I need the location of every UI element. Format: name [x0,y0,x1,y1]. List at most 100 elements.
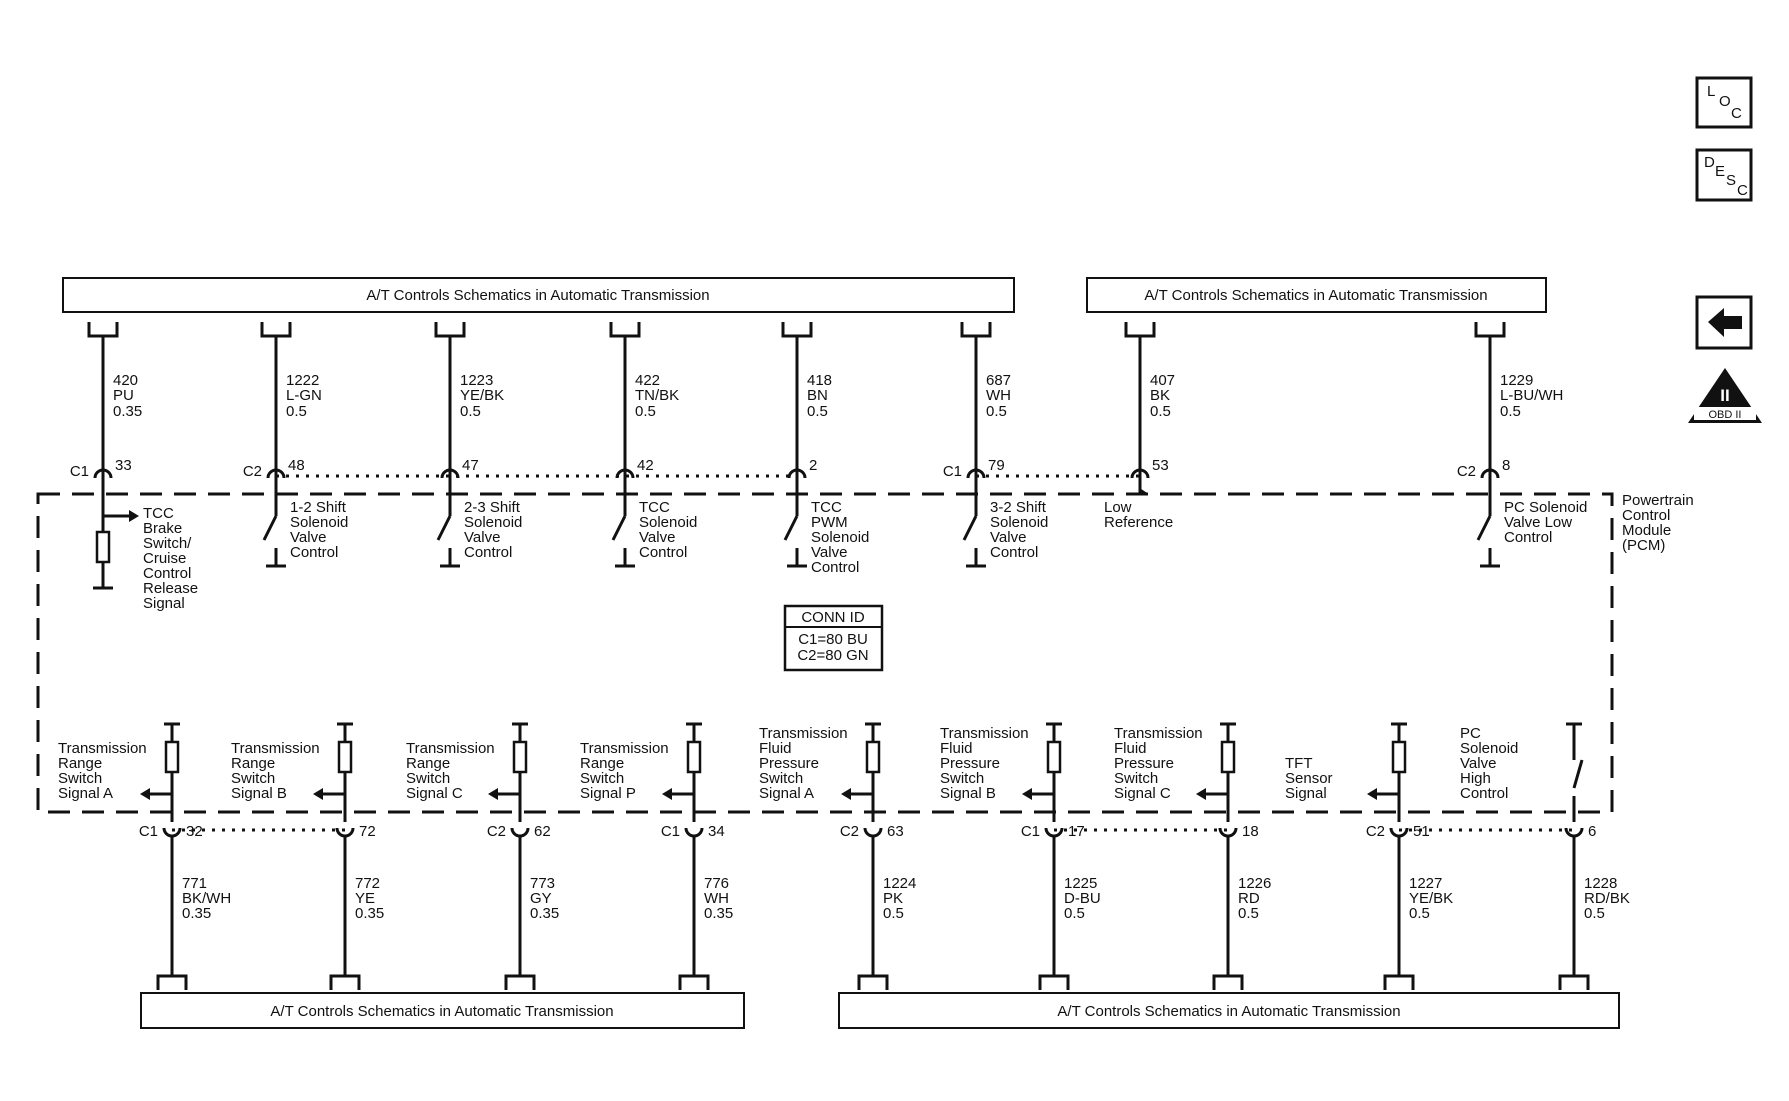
function-label: Control [639,544,687,561]
function-label: Valve Low [1504,514,1572,531]
banner-bottom-left[interactable]: A/T Controls Schematics in Automatic Tra… [140,992,745,1029]
circuit-number: 407 [1150,372,1175,389]
wire-gauge: 0.35 [113,403,142,420]
wire-color: BK/WH [182,890,231,907]
function-label: Switch [940,770,984,787]
pin-number: 6 [1588,823,1596,840]
function-label: Pressure [1114,755,1174,772]
bottom-circuit-772[interactable]: 772YE0.3572TransmissionRangeSwitchSignal… [231,722,384,990]
circuit-number: 1228 [1584,875,1617,892]
function-label: Fluid [940,740,973,757]
desc-letter-d: D [1704,154,1715,171]
function-label: Fluid [759,740,792,757]
function-label: 2-3 Shift [464,499,521,516]
svg-text:Control: Control [1622,507,1670,524]
top-terminal [87,322,119,338]
function-label: TFT [1285,755,1313,772]
conn-id-line-1: C1=80 BU [798,631,868,648]
function-label: Fluid [1114,740,1147,757]
resistor-icon [1220,740,1236,774]
pin-number: 72 [359,823,376,840]
bottom-pin-symbol [335,827,355,838]
function-label: Control [464,544,512,561]
banner-bottom-right[interactable]: A/T Controls Schematics in Automatic Tra… [838,992,1620,1029]
function-label: Reference [1104,514,1173,531]
circuit-number: 422 [635,372,660,389]
function-label: Solenoid [290,514,348,531]
banner-top-right[interactable]: A/T Controls Schematics in Automatic Tra… [1086,277,1547,313]
wire-gauge: 0.35 [704,905,733,922]
function-label: Signal [143,595,185,612]
pin-number: 48 [288,457,305,474]
circuit-number: 1226 [1238,875,1271,892]
wire-gauge: 0.5 [1409,905,1430,922]
function-label: Release [143,580,198,597]
function-label: Switch [580,770,624,787]
circuit-number: 771 [182,875,207,892]
switch-contact [436,515,452,541]
back-arrow-button[interactable] [1695,295,1753,350]
wire-gauge: 0.35 [182,905,211,922]
signal-arrow-icon [662,788,672,800]
circuit-number: 1229 [1500,372,1533,389]
bottom-circuit-1226[interactable]: 1226RD0.518TransmissionFluidPressureSwit… [1114,722,1271,990]
desc-button[interactable]: D E S C [1695,148,1753,202]
top-terminal [609,322,641,338]
function-label: Control [143,565,191,582]
obd-ii-button[interactable]: II OBD II [1688,368,1762,423]
bottom-terminal [1383,974,1415,990]
wire-gauge: 0.5 [460,403,481,420]
bottom-pin-symbol [1218,827,1238,838]
switch-contact [962,515,978,541]
loc-button[interactable]: L O C [1695,76,1753,129]
circuit-number: 1225 [1064,875,1097,892]
pin-number: 34 [708,823,725,840]
desc-letter-c: C [1737,182,1748,199]
desc-letter-s: S [1726,172,1736,189]
banner-top-left-text: A/T Controls Schematics in Automatic Tra… [366,287,709,304]
function-label: Control [290,544,338,561]
function-label: Signal C [1114,785,1171,802]
bottom-pin-symbol [1564,827,1584,838]
function-label: Control [1460,785,1508,802]
function-label: Pressure [759,755,819,772]
function-label: Range [406,755,450,772]
wire-color: L-GN [286,387,322,404]
wire-color: PU [113,387,134,404]
signal-arrow-icon [1196,788,1206,800]
function-label: PWM [811,514,848,531]
top-terminal [260,322,292,338]
conn-id-title: CONN ID [801,609,865,626]
connector-id: C1 [70,463,89,480]
banner-top-left[interactable]: A/T Controls Schematics in Automatic Tra… [62,277,1015,313]
wire-color: D-BU [1064,890,1101,907]
function-label: Switch [231,770,275,787]
function-label: Sensor [1285,770,1333,787]
signal-arrow-icon [841,788,851,800]
pin-number: 8 [1502,457,1510,474]
wire-gauge: 0.35 [530,905,559,922]
switch-contact [611,515,627,541]
switch-contact [1476,515,1492,541]
wire-gauge: 0.5 [286,403,307,420]
function-label: Transmission [759,725,848,742]
function-label: Range [231,755,275,772]
pcm-module-label: Powertrain Control Module (PCM) [1622,492,1694,554]
